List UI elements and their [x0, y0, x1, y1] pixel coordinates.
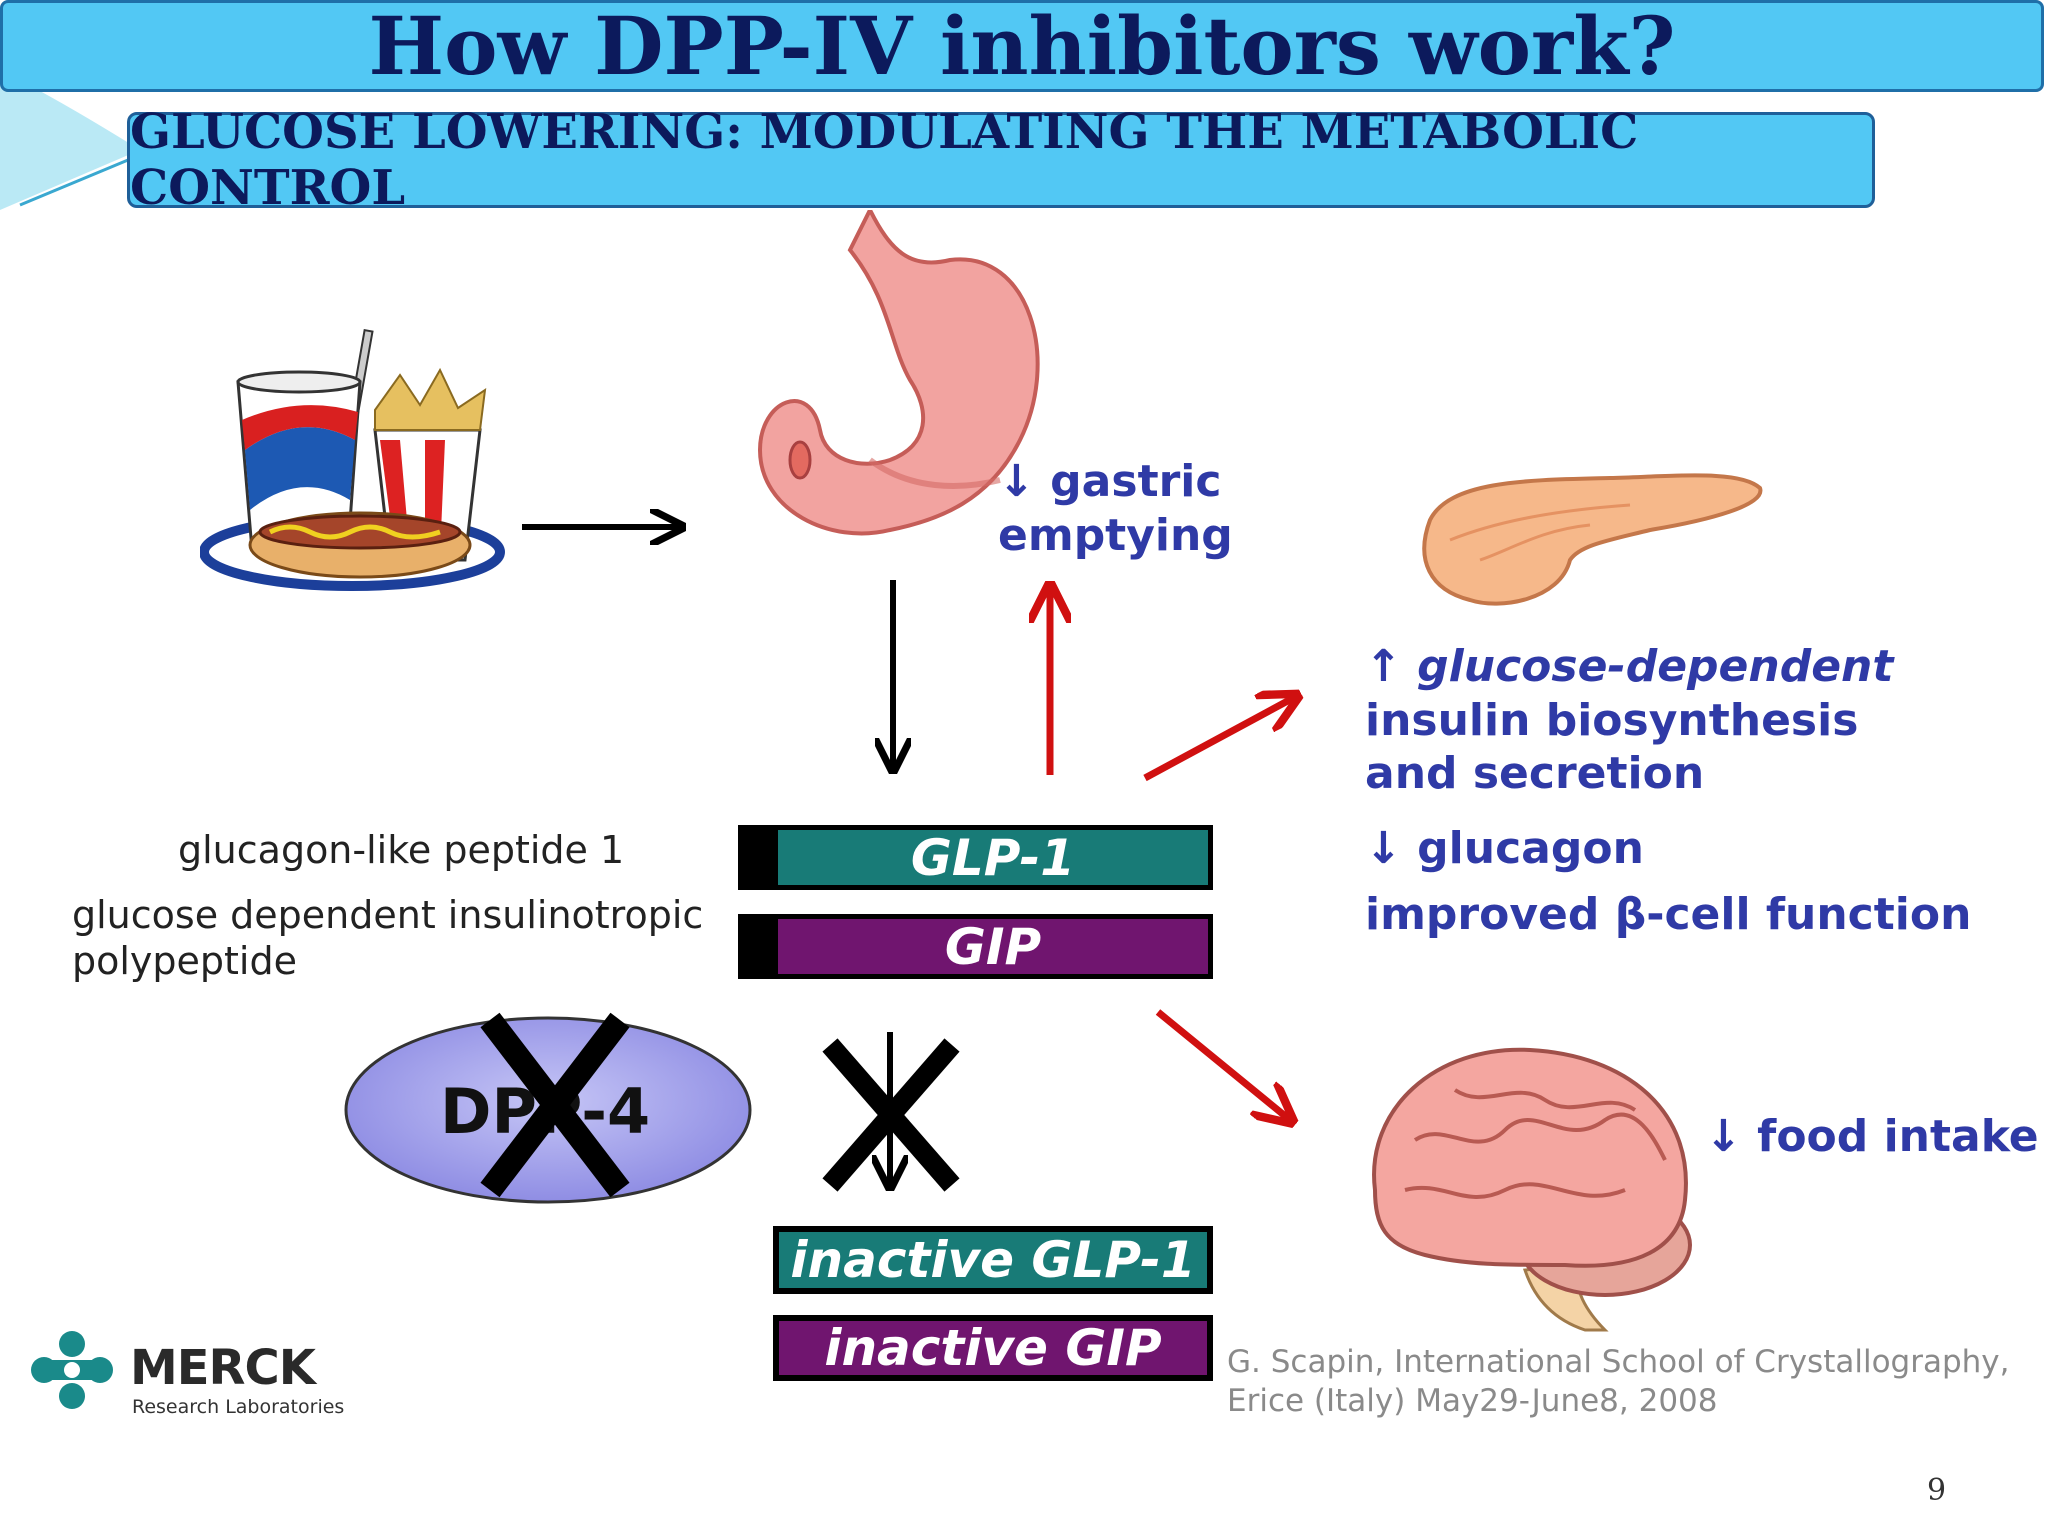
inactive-glp1-bar-label: inactive GLP-1	[790, 1231, 1196, 1289]
glp1-bar-label: GLP-1	[910, 828, 1076, 887]
food-intake-label: ↓ food intake	[1705, 1111, 2039, 1162]
title-bar: How DPP-IV inhibitors work?	[0, 0, 2044, 92]
glp1-bar: GLP-1	[738, 825, 1213, 890]
gip-full-line-2: polypeptide	[72, 938, 297, 983]
stomach-illustration	[757, 210, 1040, 536]
inactive-gip-bar-label: inactive GIP	[824, 1319, 1162, 1377]
dpp4-cross-mark	[480, 1012, 630, 1198]
blocked-cross-mark	[822, 1038, 960, 1192]
decorative-swoosh	[0, 70, 141, 210]
citation-line-1: G. Scapin, International School of Cryst…	[1227, 1344, 2010, 1380]
citation: G. Scapin, International School of Cryst…	[1227, 1343, 2009, 1421]
brain-illustration	[1372, 1047, 1692, 1332]
gastric-emptying-label: ↓ gastric emptying	[998, 455, 1233, 562]
insulin-secretion-label: ↑ glucose-dependent insulin biosynthesis…	[1365, 640, 1893, 801]
citation-line-2: Erice (Italy) May29-June8, 2008	[1227, 1382, 1718, 1419]
insulin-line-3: and secretion	[1365, 748, 1705, 800]
gip-bar: GIP	[738, 914, 1213, 979]
slide-subtitle: GLUCOSE LOWERING: MODULATING THE METABOL…	[130, 104, 1639, 216]
gastric-line-1: ↓ gastric	[998, 456, 1222, 507]
fast-food-illustration	[200, 328, 505, 591]
subtitle-box: GLUCOSE LOWERING: MODULATING THE METABOL…	[127, 104, 1875, 216]
pancreas-illustration	[1422, 473, 1763, 606]
insulin-line-2: insulin biosynthesis	[1365, 694, 1859, 746]
merck-logo-name: MERCK	[130, 1340, 316, 1396]
gastric-line-2: emptying	[998, 509, 1233, 561]
inactive-glp1-bar: inactive GLP-1	[773, 1226, 1213, 1294]
gip-full-line-1: glucose dependent insulinotropic	[72, 893, 704, 937]
slide-title: How DPP-IV inhibitors work?	[368, 0, 1676, 93]
glp1-full-name: glucagon-like peptide 1	[178, 828, 625, 872]
inactive-gip-bar: inactive GIP	[773, 1315, 1213, 1381]
page-number: 9	[1927, 1473, 1947, 1508]
merck-logo-sub: Research Laboratories	[132, 1396, 345, 1418]
gip-to-brain-arrow	[1155, 1009, 1290, 1120]
glp1-to-pancreas-arrow	[1143, 697, 1295, 782]
beta-cell-label: improved β-cell function	[1365, 889, 1972, 940]
insulin-line-1: ↑ glucose-dependent	[1365, 641, 1894, 692]
gip-bar-label: GIP	[944, 917, 1042, 976]
glucagon-label: ↓ glucagon	[1365, 823, 1644, 874]
merck-logo-icon	[31, 1331, 113, 1409]
gip-full-name: glucose dependent insulinotropic polypep…	[72, 893, 703, 984]
